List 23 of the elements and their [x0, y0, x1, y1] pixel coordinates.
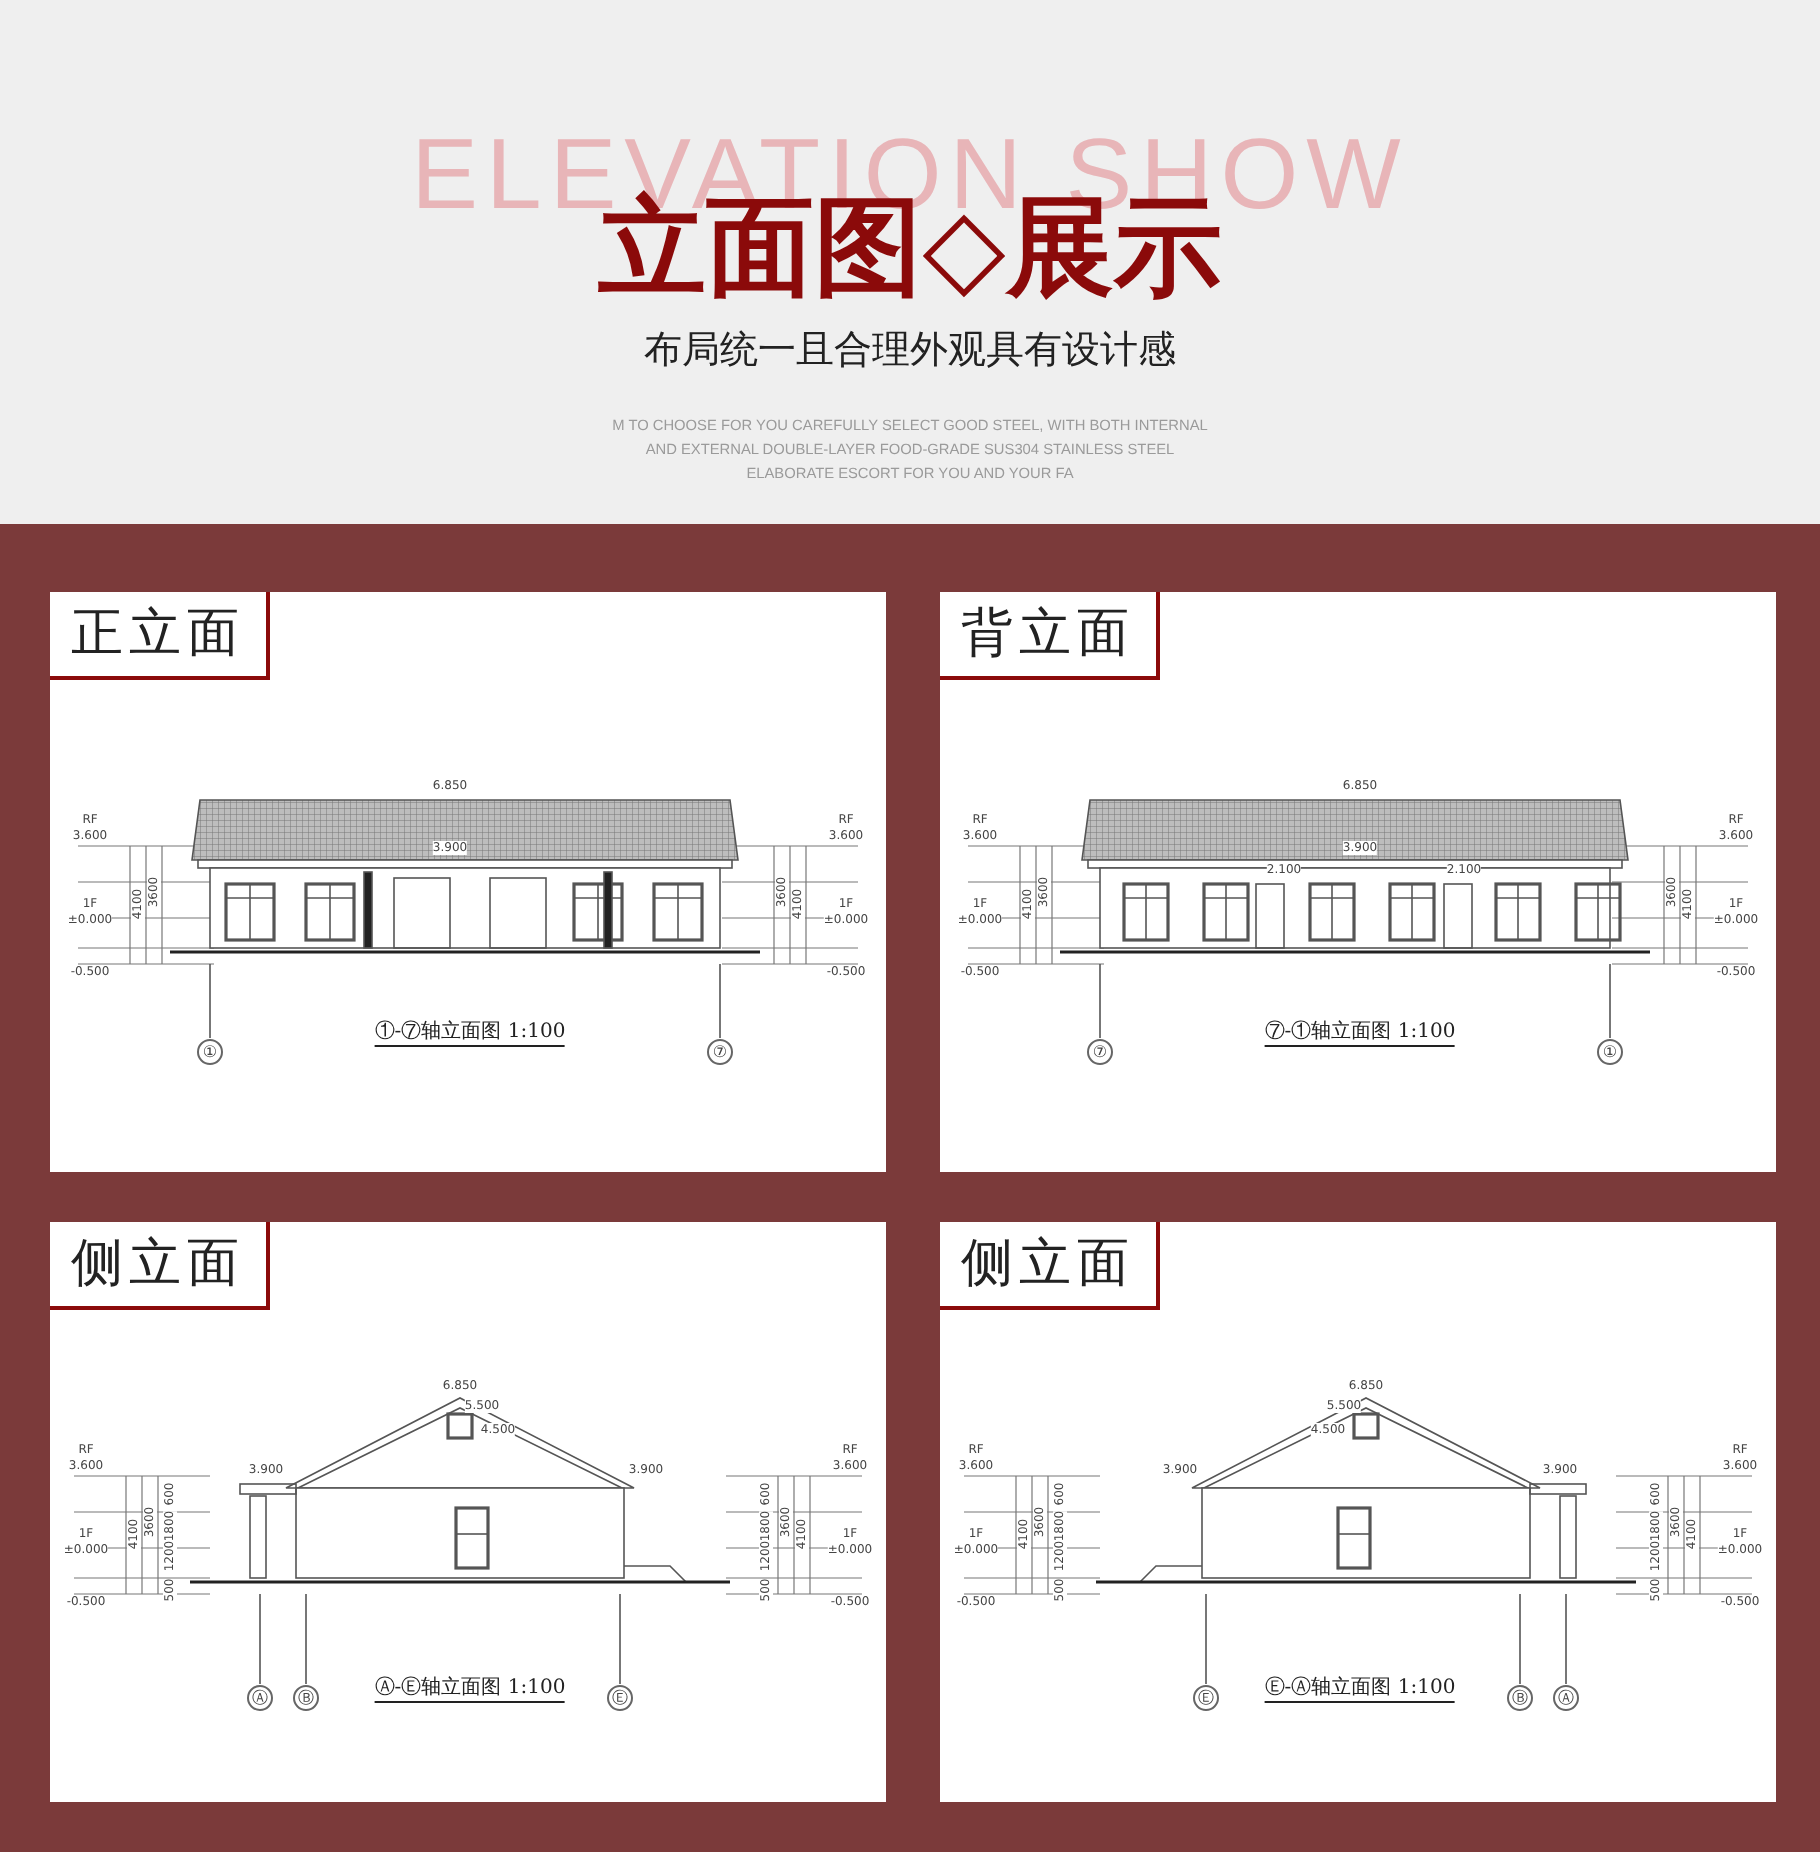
drawing-title: ①-⑦轴立面图 1:100 — [374, 1017, 566, 1047]
axis-bubble: Ⓔ — [1193, 1685, 1219, 1711]
axis-bubble: Ⓔ — [607, 1685, 633, 1711]
drawing-title: ⑦-①轴立面图 1:100 — [1264, 1017, 1456, 1047]
axis-bubble: Ⓑ — [293, 1685, 319, 1711]
drawing-panel — [50, 1222, 886, 1802]
axis-bubble: ⑦ — [707, 1039, 733, 1065]
axis-bubble: ① — [197, 1039, 223, 1065]
heading-tab: 侧立面 — [940, 1222, 1160, 1310]
heading-tab: 侧立面 — [50, 1222, 270, 1310]
drawing-panel — [940, 1222, 1776, 1802]
heading-tab: 背立面 — [940, 592, 1160, 680]
axis-bubble: ⑦ — [1087, 1039, 1113, 1065]
drawing-title: Ⓔ-Ⓐ轴立面图 1:100 — [1264, 1673, 1456, 1703]
drawing-title: Ⓐ-Ⓔ轴立面图 1:100 — [374, 1673, 566, 1703]
axis-bubble: Ⓐ — [1553, 1685, 1579, 1711]
heading-tab: 正立面 — [50, 592, 270, 680]
axis-bubble: Ⓐ — [247, 1685, 273, 1711]
subtitle: 布局统一且合理外观具有设计感 — [642, 326, 1178, 376]
axis-bubble: ① — [1597, 1039, 1623, 1065]
axis-bubble: Ⓑ — [1507, 1685, 1533, 1711]
drawing-panel — [940, 592, 1776, 1172]
drawing-panel — [50, 592, 886, 1172]
